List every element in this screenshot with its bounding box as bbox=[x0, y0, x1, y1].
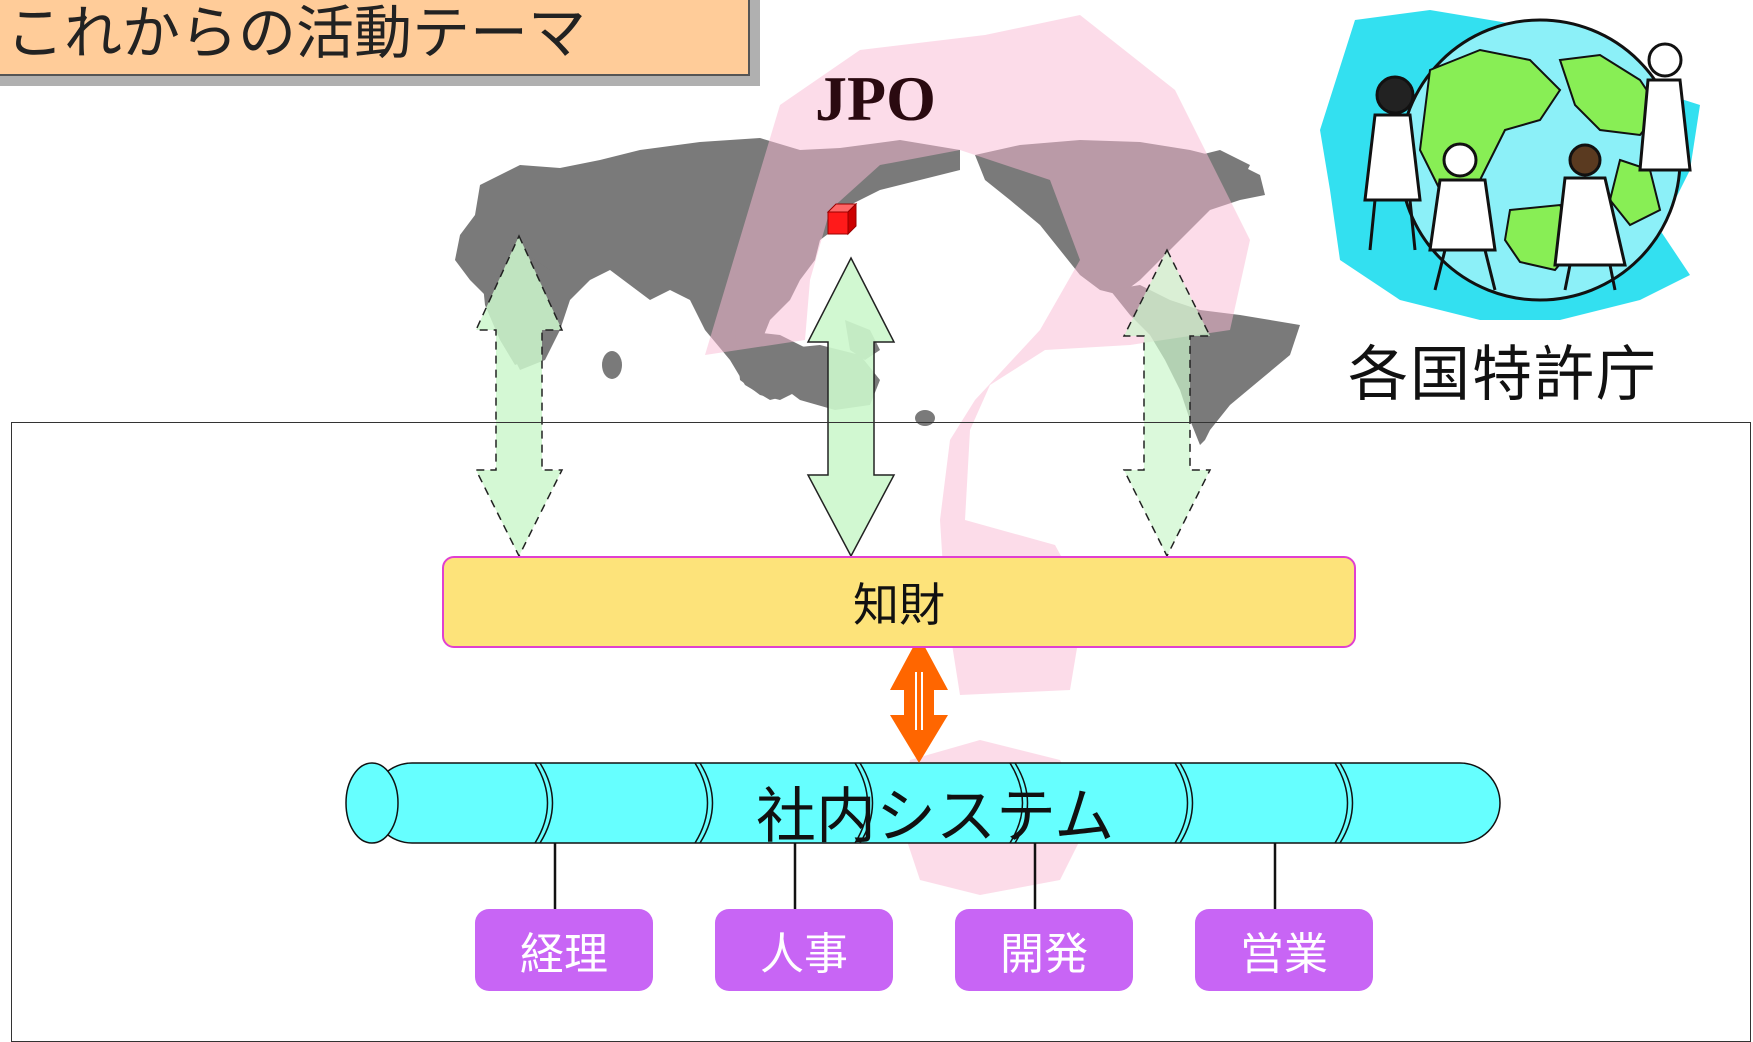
system-label: 社内システム bbox=[756, 782, 1115, 852]
red-cube-icon bbox=[826, 202, 858, 236]
dept-label: 経理 bbox=[520, 929, 608, 980]
dept-sales: 営業 bbox=[1195, 909, 1373, 991]
system-pipe bbox=[345, 762, 1501, 844]
arrow-orange-double bbox=[890, 636, 948, 763]
jpo-label: JPO bbox=[815, 63, 936, 134]
question-mark-shape bbox=[705, 15, 1250, 695]
agency-label: 各国特許庁 bbox=[1348, 340, 1658, 410]
dept-label: 開発 bbox=[1000, 929, 1088, 980]
ip-bar: 知財 bbox=[442, 556, 1356, 648]
globe-with-children-icon bbox=[1320, 10, 1700, 320]
ip-label: 知財 bbox=[853, 578, 945, 632]
page-title: これからの活動テーマ bbox=[0, 0, 750, 76]
dept-label: 営業 bbox=[1240, 929, 1328, 980]
dept-hr: 人事 bbox=[715, 909, 893, 991]
dept-connectors bbox=[553, 843, 1277, 909]
dept-development: 開発 bbox=[955, 909, 1133, 991]
dept-accounting: 経理 bbox=[475, 909, 653, 991]
dept-label: 人事 bbox=[760, 929, 848, 980]
